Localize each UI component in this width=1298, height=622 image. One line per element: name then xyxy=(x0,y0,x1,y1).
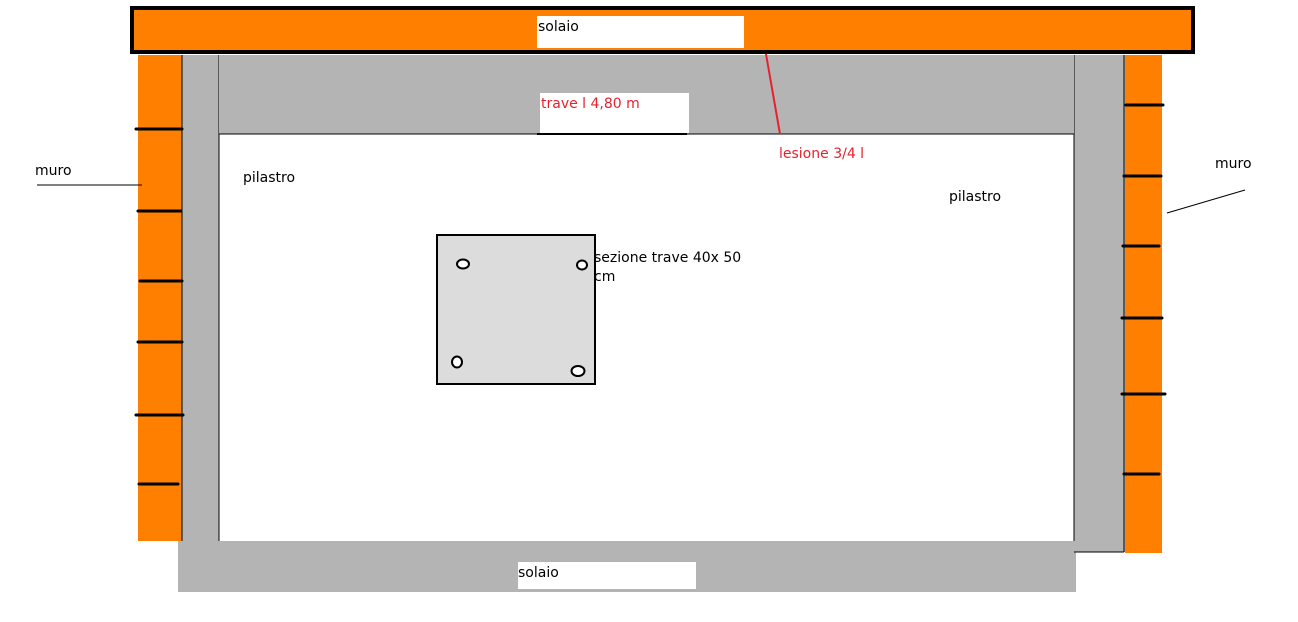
rebar-icon xyxy=(451,355,463,369)
left-pillar xyxy=(182,55,219,541)
left-wall-ticks xyxy=(134,127,185,486)
solaio-top-label: solaio xyxy=(538,19,579,35)
rebar-icon xyxy=(576,259,588,271)
muro-left-label: muro xyxy=(35,163,72,179)
sezione-label-line1: sezione trave 40x 50 xyxy=(594,250,742,266)
sezione-box xyxy=(596,250,746,286)
solaio-bottom-label: solaio xyxy=(518,565,559,581)
right-wall-ticks xyxy=(1120,103,1167,476)
rebar-icon xyxy=(456,258,470,270)
pilastro-right-label: pilastro xyxy=(949,189,1002,205)
rebar-icon xyxy=(570,365,586,377)
right-pillar xyxy=(1074,55,1125,552)
sezione-label-line2: cm xyxy=(594,269,616,285)
crack-line xyxy=(765,53,781,135)
solaio-top-box xyxy=(537,16,744,48)
muro-right-label: muro xyxy=(1215,156,1252,172)
right-wall xyxy=(1125,55,1162,553)
pilastro-left-label: pilastro xyxy=(243,170,296,186)
trave-label: trave l 4,80 m xyxy=(541,96,640,112)
lesione-label: lesione 3/4 l xyxy=(779,146,865,162)
trave-box xyxy=(540,93,689,133)
left-wall xyxy=(138,55,182,541)
muro-right-leader xyxy=(1166,189,1246,214)
solaio-bottom-box xyxy=(518,562,696,589)
